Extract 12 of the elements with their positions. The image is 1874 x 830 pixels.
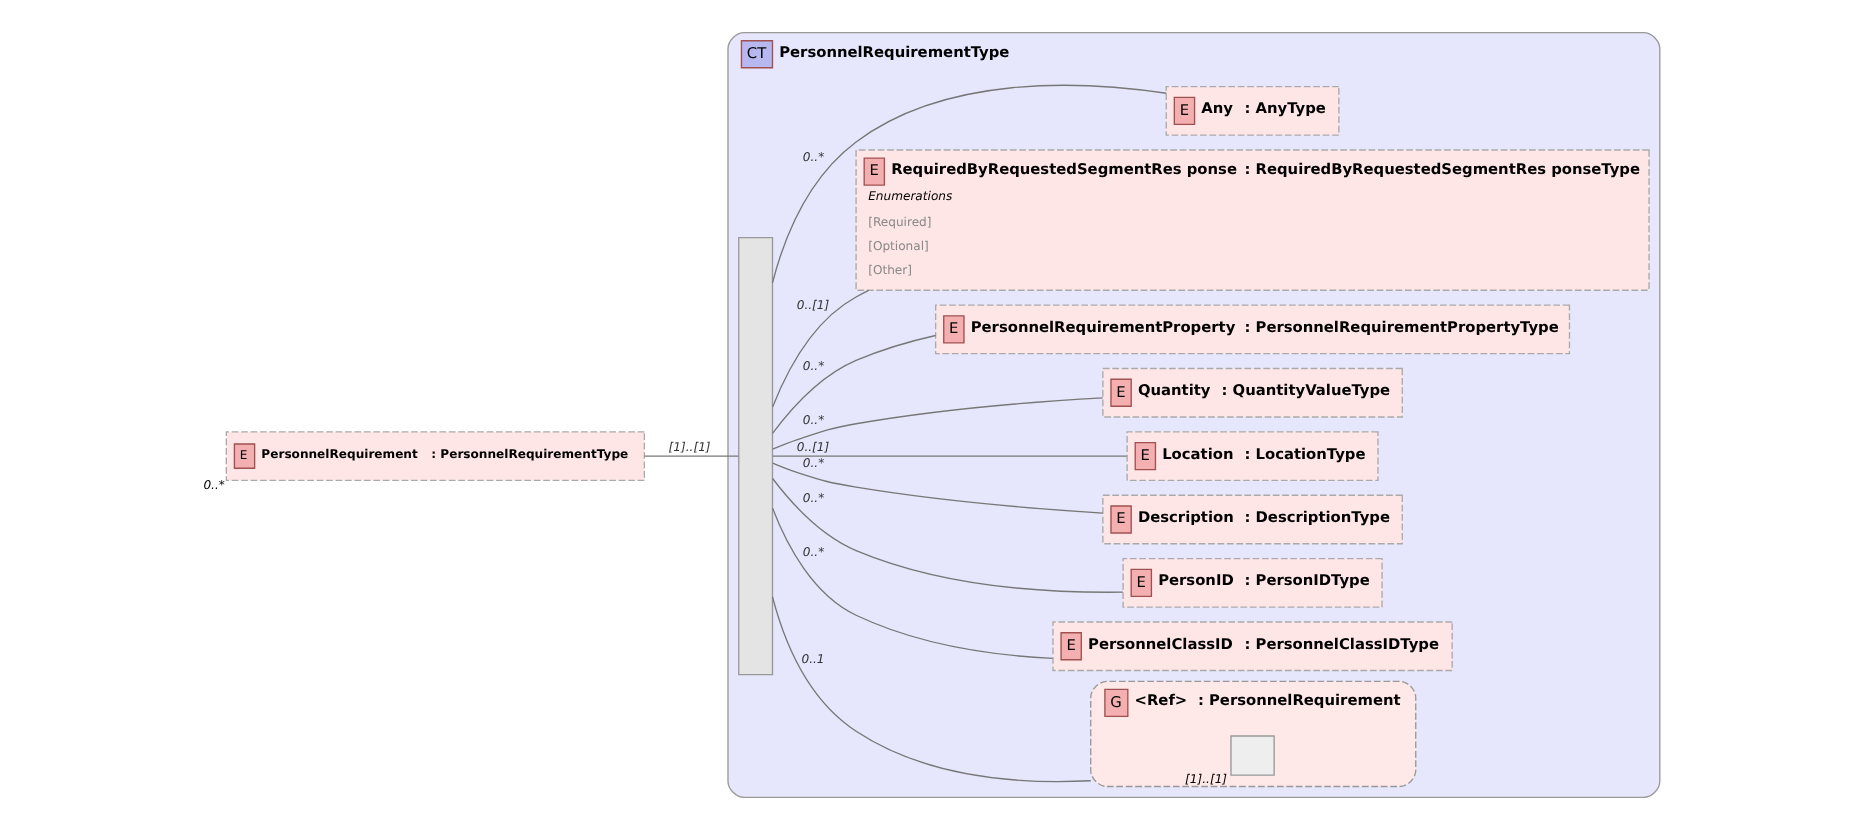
- connector: [771, 289, 870, 408]
- connector: [772, 455, 1128, 457]
- connector: [771, 334, 937, 435]
- connector: [772, 397, 1104, 450]
- connector: [771, 507, 1054, 659]
- connector: [771, 596, 1092, 783]
- connector: [771, 477, 1124, 593]
- connector: [771, 462, 1104, 514]
- connector: [643, 455, 739, 457]
- node-bar: [738, 237, 774, 676]
- node-box: [1230, 735, 1275, 776]
- connector: [771, 84, 1167, 284]
